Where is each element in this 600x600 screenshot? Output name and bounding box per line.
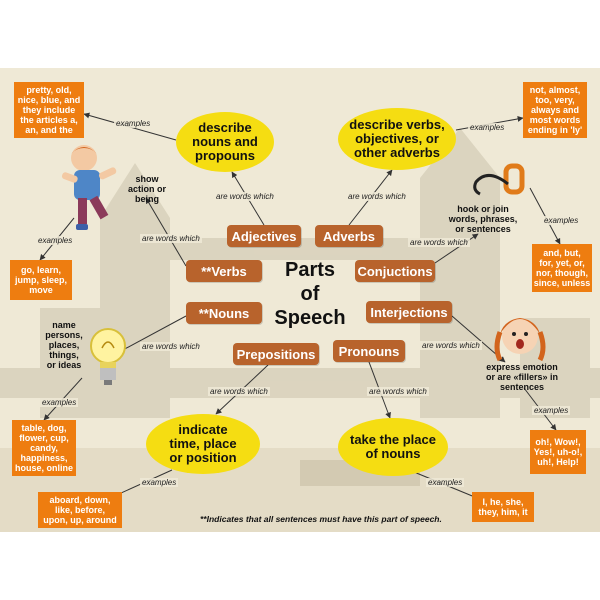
prepositions-pill: Prepositions <box>233 343 319 365</box>
adverbs-pill: Adverbs <box>315 225 383 247</box>
verbs-definition: show action or being <box>127 174 166 204</box>
light-bulb-icon <box>90 328 126 385</box>
pronouns-examples-label: examples <box>426 478 465 487</box>
conjunctions-definition: hook or join words, phrases, or sentence… <box>448 204 518 234</box>
prepositions-examples-label: examples <box>140 478 179 487</box>
prepositions-examples: aboard, down, like, before, upon, up, ar… <box>38 492 122 528</box>
adjectives-are-words-which: are words which <box>214 192 276 201</box>
verbs-pill: **Verbs <box>186 260 262 282</box>
center-title: Parts of Speech <box>274 259 346 329</box>
interjections-pill: Interjections <box>366 301 452 323</box>
hook-icon <box>473 163 525 196</box>
footnote: **Indicates that all sentences must have… <box>200 514 442 524</box>
adjectives-examples-label: examples <box>114 119 153 128</box>
adjectives-examples: pretty, old, nice, blue, and they includ… <box>14 82 84 138</box>
pronouns-pill: Pronouns <box>333 340 405 362</box>
nouns-are-words-which: are words which <box>140 342 202 351</box>
verbs-connector <box>145 197 187 267</box>
surprised-girl-icon <box>494 318 546 362</box>
interjections-definition: express emotion or are «fillers» in sent… <box>485 362 559 392</box>
conjunctions-pill: Conjuctions <box>355 260 435 282</box>
verbs-are-words-which: are words which <box>140 234 202 243</box>
nouns-examples-label: examples <box>40 398 79 407</box>
prepositions-definition: indicate time, place or position <box>146 414 260 474</box>
adjectives-definition: describe nouns and propouns <box>176 112 274 172</box>
conjunctions-examples: and, but, for, yet, or, nor, though, sin… <box>532 244 592 292</box>
boy-jumping-icon <box>61 145 117 230</box>
interjections-examples: oh!, Wow!, Yes!, uh-o!, uh!, Help! <box>530 430 586 474</box>
adverbs-examples: not, almost, too, very, always and most … <box>523 82 587 138</box>
interjections-are-words-which: are words which <box>420 341 482 350</box>
interjections-examples-label: examples <box>532 406 571 415</box>
prepositions-are-words-which: are words which <box>208 387 270 396</box>
pronouns-examples: I, he, she, they, him, it <box>472 492 534 522</box>
verbs-examples: go, learn, jump, sleep, move <box>10 260 72 300</box>
verbs-examples-label: examples <box>36 236 75 245</box>
adverbs-are-words-which: are words which <box>346 192 408 201</box>
nouns-pill: **Nouns <box>186 302 262 324</box>
adverbs-examples-label: examples <box>468 123 507 132</box>
pronouns-definition: take the place of nouns <box>338 418 448 476</box>
poster: Parts of Speech Adjectives Adverbs **Ver… <box>0 68 600 532</box>
adverbs-definition: describe verbs, objectives, or other adv… <box>338 108 456 170</box>
conjunctions-are-words-which: are words which <box>408 238 470 247</box>
conjunctions-connector <box>434 233 479 264</box>
adjectives-pill: Adjectives <box>227 225 301 247</box>
nouns-examples: table, dog, flower, cup, candy, happines… <box>12 420 76 476</box>
nouns-definition: name persons, places, things, or ideas <box>45 320 83 370</box>
pronouns-are-words-which: are words which <box>367 387 429 396</box>
conjunctions-examples-label: examples <box>542 216 581 225</box>
